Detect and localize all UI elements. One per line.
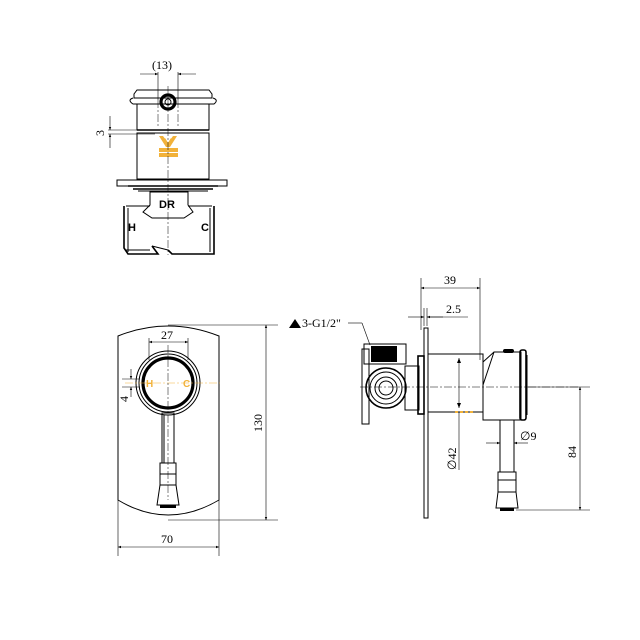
lever-grip-side	[497, 471, 517, 493]
dim-label-3: 3	[93, 130, 107, 136]
crown-logo-icon	[159, 136, 178, 157]
seal-ring	[417, 355, 425, 415]
dim-width: 70	[117, 500, 220, 556]
bracket-arm	[361, 348, 370, 425]
dim-depth: 39	[420, 273, 481, 360]
flange-plate	[116, 179, 228, 187]
valve-body	[136, 132, 210, 180]
dim-label-4: 4	[117, 396, 131, 402]
pin-hole-outer	[159, 93, 177, 111]
dim-top-width: (13)	[140, 58, 196, 100]
dim-height: 130	[168, 324, 278, 521]
dim-label-84: 84	[565, 446, 579, 458]
cap-rim	[133, 89, 213, 99]
dim-lever-drop: 84	[516, 386, 590, 511]
body-label-dr: DR	[159, 199, 175, 211]
dim-offset: 4	[117, 369, 140, 402]
triangle-marker-icon	[289, 319, 301, 328]
top-view: (13) 3	[93, 58, 228, 255]
inlet-thread	[363, 343, 407, 365]
dim-label-27: 27	[161, 328, 173, 342]
hot-label-front: H	[146, 379, 153, 390]
dim-label-13: (13)	[152, 58, 172, 72]
dim-plate: 2.5	[408, 302, 468, 326]
inlet-ring-outer	[365, 367, 407, 409]
side-view: 3-G1/2" 39 2.5	[289, 273, 590, 519]
dim-band-gap: 3	[93, 116, 155, 148]
lever-shaft-side	[499, 419, 515, 473]
handle-hub	[482, 351, 522, 421]
thread-note: 3-G1/2"	[302, 316, 341, 330]
hot-label-top: H	[128, 222, 136, 234]
dim-label-dia-9: ∅9	[520, 429, 536, 443]
dim-label-39: 39	[444, 273, 456, 287]
dim-label-dia-42: ∅42	[445, 448, 459, 470]
manifold-right	[167, 206, 215, 255]
hub-cap	[519, 349, 527, 421]
cold-label-top: C	[201, 222, 209, 234]
cold-label-front: C	[183, 379, 190, 390]
dim-label-70: 70	[161, 532, 173, 546]
dim-label-130: 130	[251, 414, 265, 432]
valve-body-side	[427, 353, 484, 413]
dim-label-2-5: 2.5	[446, 302, 461, 316]
thread-callout: 3-G1/2"	[289, 316, 371, 346]
manifold-left	[123, 206, 160, 255]
wall-plate	[423, 327, 429, 519]
dr-block	[142, 191, 194, 219]
front-view: H C 27 4 130	[117, 324, 278, 556]
dim-lever-dia: ∅9	[486, 429, 536, 445]
dim-dial: 27	[148, 328, 189, 360]
